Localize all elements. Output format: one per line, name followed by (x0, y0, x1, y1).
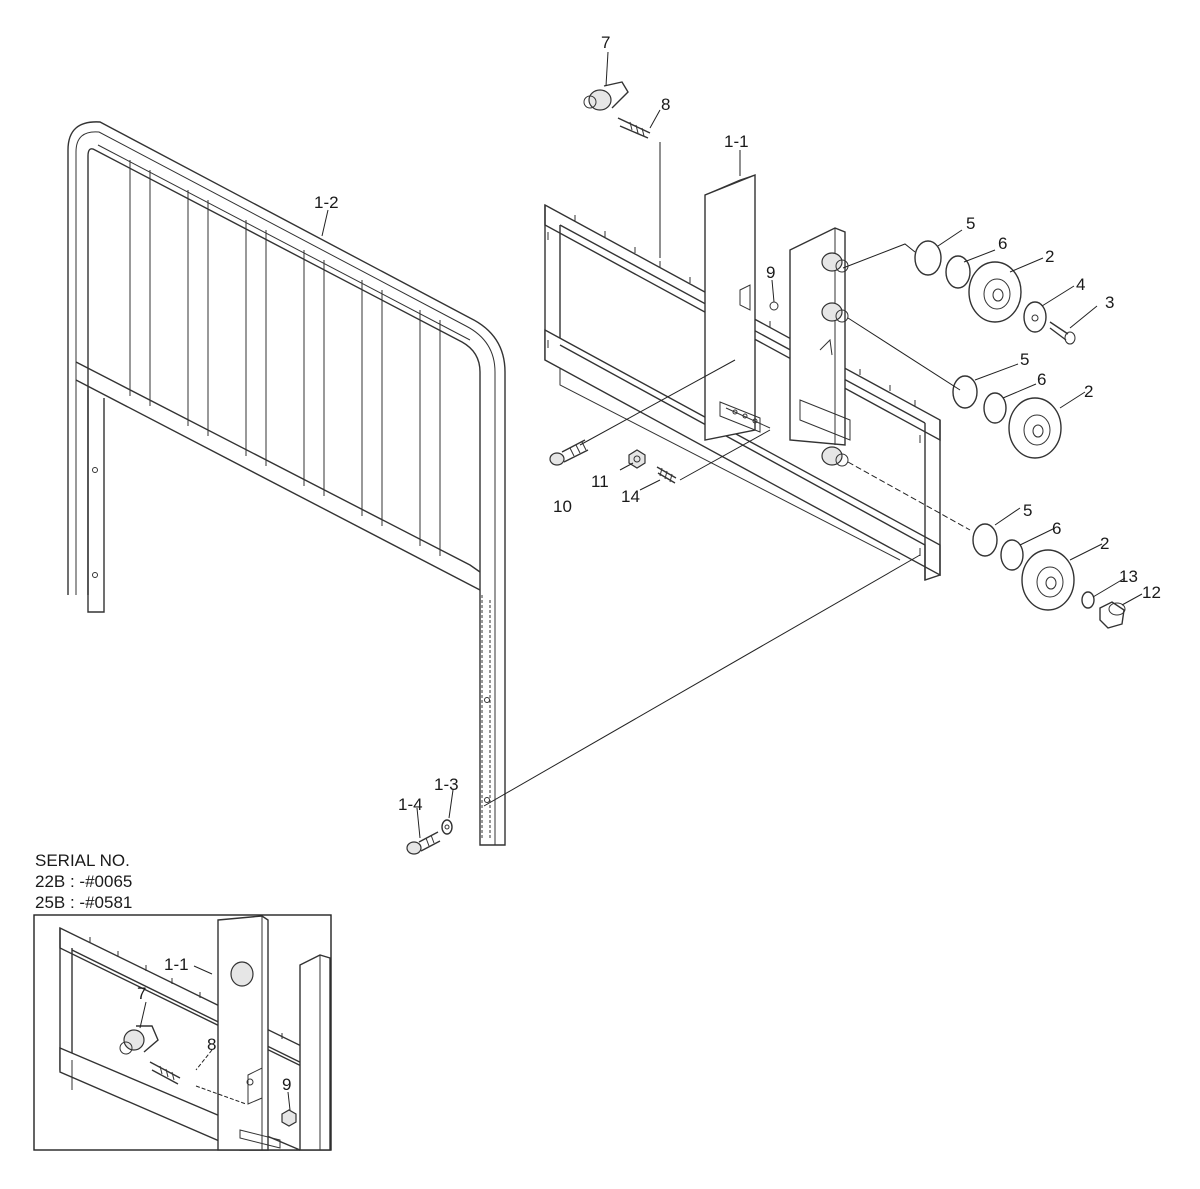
shim-6-lower (1000, 539, 1024, 571)
callout-5-upper: 5 (966, 214, 975, 233)
callout-6-lower: 6 (1052, 519, 1061, 538)
screw-3 (1049, 321, 1069, 341)
part-1-4-bolt (406, 831, 441, 855)
callout-10: 10 (553, 497, 572, 516)
callout-labels: 7 8 1-1 1-2 9 5 6 2 4 3 5 6 2 11 14 10 5… (314, 33, 1161, 814)
washer-5-middle (952, 375, 978, 409)
callout-1-4: 1-4 (398, 795, 423, 814)
serial-line-22b: 22B : -#0065 (35, 872, 132, 891)
serial-heading: SERIAL NO. (35, 851, 130, 870)
washer-5-upper (914, 240, 942, 276)
roller-stack-upper (914, 240, 1076, 345)
roller-shafts (821, 252, 849, 467)
inset-callout-1-1: 1-1 (164, 955, 189, 974)
inset-callout-9: 9 (282, 1075, 291, 1094)
callout-2-upper: 2 (1045, 247, 1054, 266)
load-backrest (67, 121, 506, 846)
fork-carriage (544, 173, 941, 581)
shim-6-upper (945, 255, 971, 289)
inset-detail-view: 1-1 7 8 9 (33, 914, 332, 1151)
callout-5-middle: 5 (1020, 350, 1029, 369)
callout-2-middle: 2 (1084, 382, 1093, 401)
part-7-roller-stud (583, 81, 629, 111)
callout-3: 3 (1105, 293, 1114, 312)
shim-6-middle (983, 392, 1007, 424)
serial-line-25b: 25B : -#0581 (35, 893, 132, 912)
callout-2-lower: 2 (1100, 534, 1109, 553)
leader-lines (321, 51, 1143, 839)
callout-4: 4 (1076, 275, 1085, 294)
inset-callout-8: 8 (207, 1035, 216, 1054)
roller-stack-middle (952, 375, 1062, 459)
part-10-bolt (549, 439, 589, 466)
callout-1-3: 1-3 (434, 775, 459, 794)
bearing-2-middle (1008, 397, 1062, 459)
callout-6-upper: 6 (998, 234, 1007, 253)
snap-ring-13 (1081, 591, 1095, 609)
callout-1-2: 1-2 (314, 193, 339, 212)
serial-note: SERIAL NO. 22B : -#0065 25B : -#0581 (35, 851, 132, 912)
cap-12 (1099, 601, 1125, 629)
callout-1-1: 1-1 (724, 132, 749, 151)
backrest-vertical-bars (129, 160, 441, 556)
callout-11: 11 (591, 472, 609, 491)
callout-12: 12 (1142, 583, 1161, 602)
callout-7: 7 (601, 33, 610, 52)
bearing-2-upper (968, 261, 1022, 323)
washer-5-lower (972, 523, 998, 557)
callout-13: 13 (1119, 567, 1138, 586)
callout-14: 14 (621, 487, 640, 506)
inset-callout-7: 7 (137, 984, 146, 1003)
washer-4 (1023, 301, 1047, 333)
callout-9: 9 (766, 263, 775, 282)
part-14-setscrew (656, 466, 677, 484)
callout-8: 8 (661, 95, 670, 114)
part-8-bolt (617, 117, 651, 139)
part-11-nut (628, 449, 646, 469)
bearing-2-lower (1021, 549, 1075, 611)
part-1-3-washer (441, 819, 453, 835)
callout-6-middle: 6 (1037, 370, 1046, 389)
roller-stack-lower (972, 523, 1126, 629)
callout-5-lower: 5 (1023, 501, 1032, 520)
